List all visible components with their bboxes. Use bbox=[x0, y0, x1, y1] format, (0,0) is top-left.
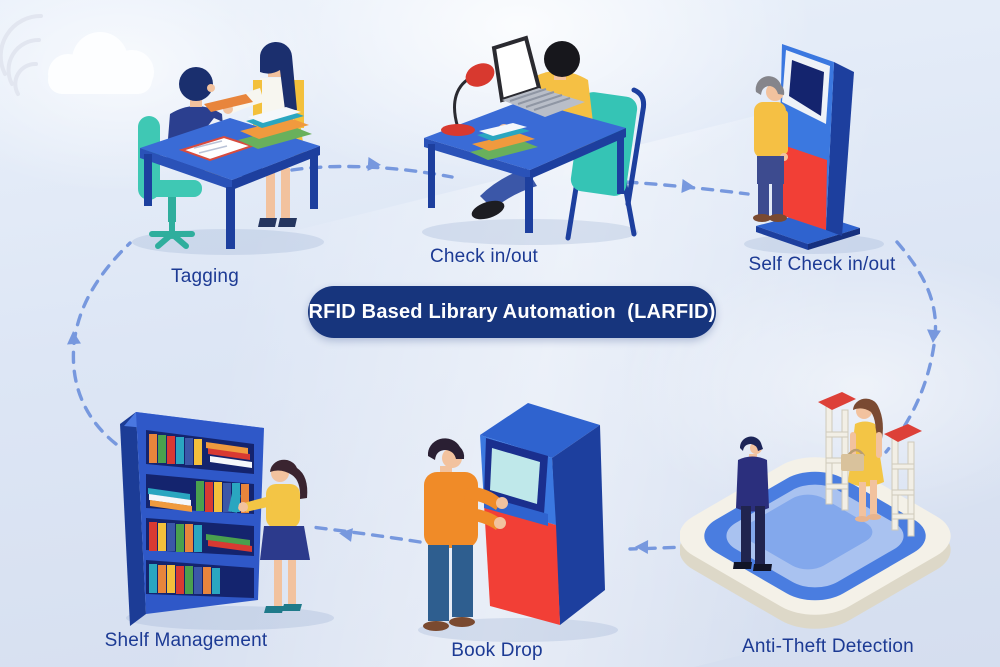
book-spines bbox=[149, 564, 220, 594]
cloud-icon bbox=[0, 13, 154, 96]
kiosk-icon bbox=[756, 44, 860, 250]
scene-anti-theft bbox=[680, 388, 955, 633]
arrowhead-icon bbox=[67, 331, 81, 345]
bookcase-icon bbox=[120, 412, 264, 626]
station-label-book-drop: Book Drop bbox=[451, 640, 543, 661]
book-spines bbox=[148, 481, 249, 513]
scene-tagging bbox=[110, 22, 330, 262]
desk-lamp-icon bbox=[441, 63, 495, 136]
gate-alarm-cap bbox=[818, 392, 856, 410]
station-label-self-check-in-out: Self Check in/out bbox=[748, 254, 896, 275]
returning-patron-figure bbox=[423, 438, 508, 631]
arrow-selfcheck-to-antitheft bbox=[884, 240, 938, 454]
self-check-illustration bbox=[744, 44, 884, 254]
patron-figure bbox=[753, 76, 788, 222]
diagram-title: RFID Based Library Automation (LARFID) bbox=[308, 300, 716, 323]
anti-theft-illustration bbox=[680, 392, 951, 629]
machine-screen bbox=[490, 448, 540, 504]
tagging-illustration bbox=[132, 41, 324, 255]
shelf-librarian-figure bbox=[228, 459, 310, 613]
book-stack-icon bbox=[470, 123, 538, 160]
arrow-checkin-to-selfcheck bbox=[606, 179, 750, 196]
arrow-bookdrop-to-shelf bbox=[310, 525, 422, 544]
station-label-tagging: Tagging bbox=[171, 266, 239, 287]
book-spines bbox=[149, 434, 252, 468]
scene-self-check-in-out bbox=[742, 28, 907, 258]
scene-check-in-out bbox=[398, 30, 653, 250]
book-spines bbox=[149, 522, 252, 552]
station-label-check-in-out: Check in/out bbox=[429, 246, 538, 267]
laptop-icon bbox=[491, 35, 585, 117]
handbag-icon bbox=[841, 454, 864, 471]
gate-alarm-cap bbox=[884, 424, 922, 442]
guard-figure bbox=[733, 436, 772, 571]
arrowhead-icon bbox=[339, 528, 353, 542]
handed-book-icon bbox=[204, 94, 253, 112]
arrowhead-icon bbox=[681, 179, 695, 193]
check-in-out-illustration bbox=[422, 35, 647, 245]
book-stack-icon bbox=[238, 107, 312, 149]
arrowhead-icon bbox=[635, 540, 649, 554]
kiosk-screen bbox=[789, 60, 824, 116]
book-drop-illustration bbox=[418, 403, 618, 642]
held-book-icon bbox=[228, 493, 241, 513]
scene-shelf-management bbox=[112, 382, 342, 632]
woman-with-bag-figure bbox=[841, 398, 884, 522]
center-title-pill: RFID Based Library Automation (LARFID) bbox=[308, 286, 716, 338]
wifi-signal-icon bbox=[0, 13, 43, 96]
station-label-shelf-management: Shelf Management bbox=[104, 630, 268, 651]
book-drop-machine-icon bbox=[480, 403, 605, 625]
security-gate-icon bbox=[884, 424, 922, 537]
office-chair-icon bbox=[138, 116, 202, 249]
scene-book-drop bbox=[400, 390, 625, 645]
kiosk-red-panel bbox=[778, 144, 827, 230]
shelf-management-illustration bbox=[120, 412, 334, 630]
machine-red-panel bbox=[484, 504, 560, 625]
arrowhead-icon bbox=[927, 329, 941, 343]
station-label-anti-theft: Anti-Theft Detection bbox=[742, 636, 914, 657]
arrowhead-icon bbox=[367, 157, 381, 171]
